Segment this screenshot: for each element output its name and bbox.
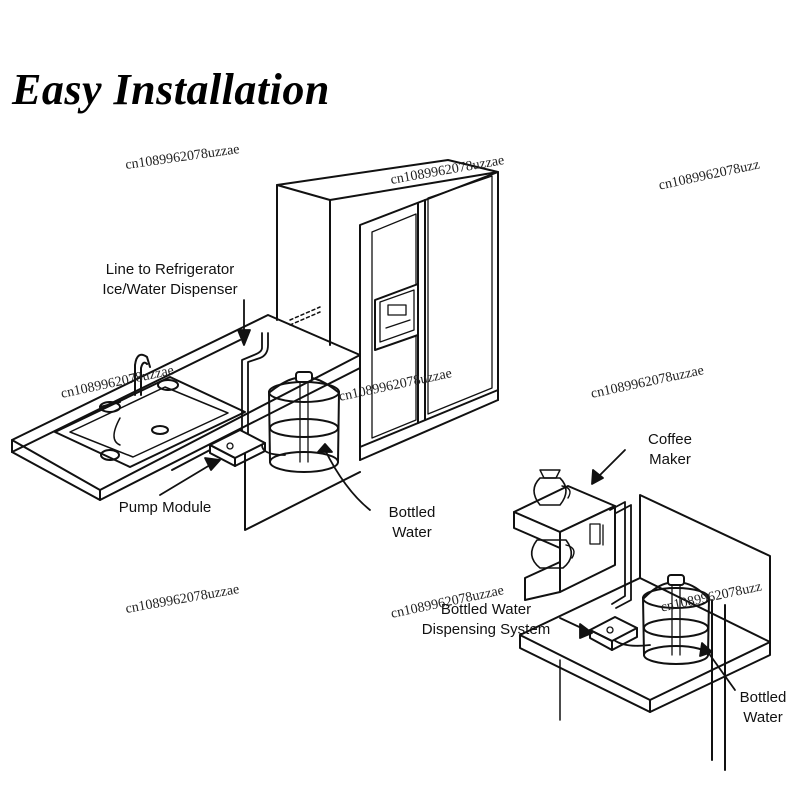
right-bottle (642, 574, 710, 665)
label-bottled-water-right: Bottled Water (739, 689, 787, 726)
sink (54, 376, 246, 468)
label-bottled-water-left: Bottled Water (388, 504, 436, 541)
right-counter (519, 494, 771, 771)
refrigerator (276, 159, 499, 461)
label-line-to-refrigerator: Line to Refrigerator Ice/Water Dispenser (102, 261, 238, 298)
faucet (99, 353, 179, 413)
left-bottle (268, 371, 340, 473)
label-pump-module: Pump Module (118, 499, 212, 516)
right-pump-module (589, 616, 638, 651)
page-title: Easy Installation (12, 65, 330, 114)
leader-lines (159, 299, 736, 691)
label-coffee-maker: Coffee Maker (648, 431, 692, 468)
coffee-maker (513, 469, 616, 601)
label-dispensing-system: Bottled Water Dispensing System (421, 601, 551, 638)
right-water-line (609, 501, 651, 647)
pump-module (209, 429, 266, 467)
